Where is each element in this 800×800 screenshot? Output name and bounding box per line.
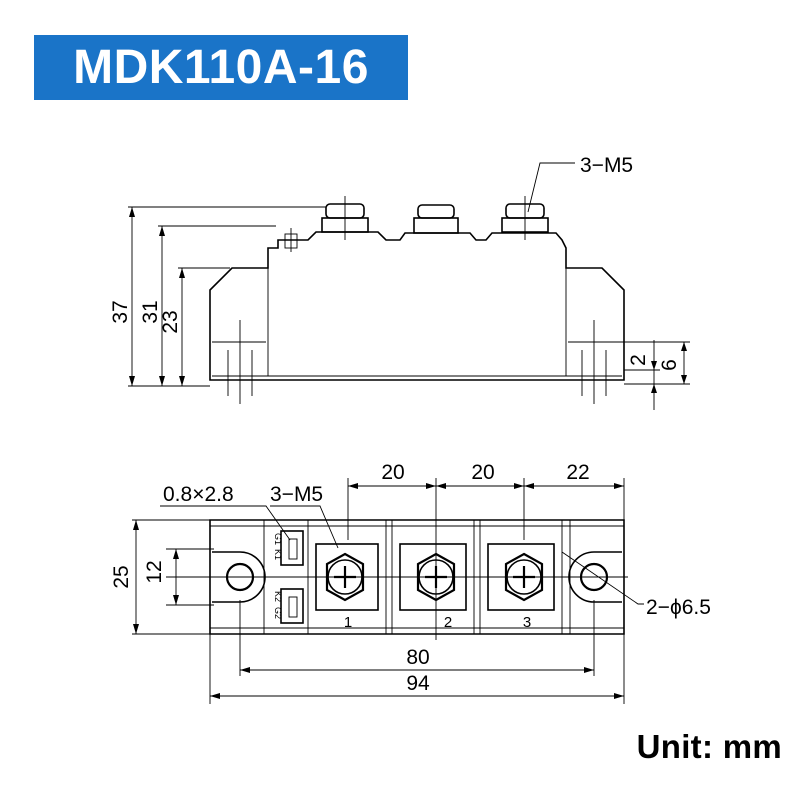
- dim-37-label: 37: [109, 300, 132, 323]
- terminal-number-2: 2: [444, 614, 452, 631]
- dim-80-label: 80: [406, 646, 429, 669]
- dim-2-label: 2: [627, 354, 650, 366]
- gate-label-k1: K1: [273, 549, 283, 560]
- spacing-22: 22: [566, 461, 589, 484]
- dim-94-label: 94: [406, 672, 430, 695]
- gate-connector: G1 K1 K2 G2: [273, 530, 304, 624]
- dim-6-label: 6: [658, 359, 681, 371]
- top-view: G1 K1 K2 G2: [110, 461, 711, 704]
- side-callout-leader: [527, 162, 575, 213]
- unit-label: Unit: mm: [636, 728, 782, 765]
- screw-leader: [270, 505, 339, 549]
- side-view: 3−M5 37 31 23 2 6: [109, 154, 690, 410]
- gate-pin-upper: [280, 530, 304, 566]
- mount-hole-leader: [561, 551, 644, 605]
- side-screw-2: [413, 204, 459, 234]
- title-banner: MDK110A-16: [34, 35, 408, 100]
- side-callout-text: 3−M5: [580, 154, 633, 177]
- terminal-number-1: 1: [344, 614, 352, 631]
- terminal-3: [487, 543, 555, 611]
- pin-size-leader: [160, 505, 291, 541]
- screw-label: 3−M5: [270, 483, 323, 506]
- dim-25-label: 25: [110, 565, 133, 588]
- gate-pin-lower: [280, 588, 304, 624]
- pin-size-label: 0.8×2.8: [163, 483, 234, 506]
- side-screw-1: [321, 196, 369, 240]
- terminal-1: [315, 543, 379, 611]
- gate-label-g1: G1: [273, 533, 283, 545]
- dim-12-label: 12: [143, 560, 166, 583]
- terminal-number-3: 3: [523, 614, 531, 631]
- dim-23-label: 23: [159, 310, 182, 333]
- dim-31-label: 31: [139, 300, 162, 323]
- spacing-20-a: 20: [381, 461, 404, 484]
- side-body-outline: [209, 231, 625, 381]
- gate-label-g2: G2: [273, 607, 283, 619]
- gate-label-k2: K2: [273, 591, 283, 602]
- side-screw-3: [501, 196, 549, 240]
- mount-hole-label: 2−ϕ6.5: [646, 596, 711, 619]
- spacing-20-b: 20: [471, 461, 494, 484]
